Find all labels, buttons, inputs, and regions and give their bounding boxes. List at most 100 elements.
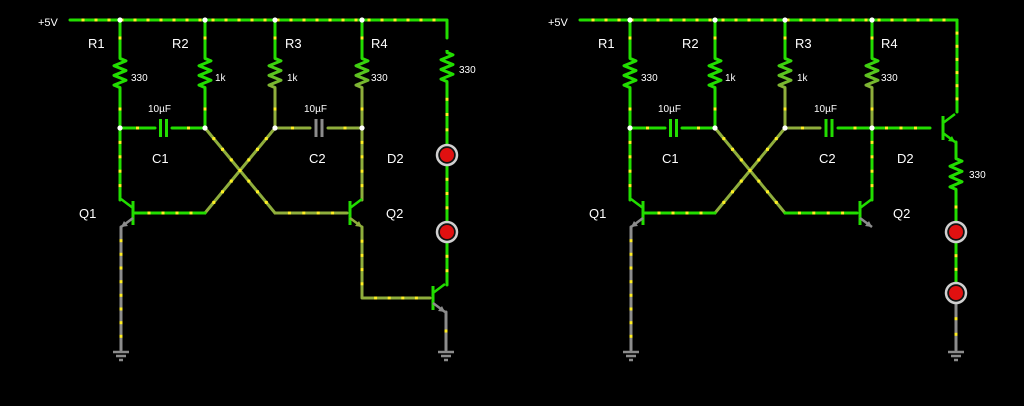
current-dot	[646, 126, 649, 130]
current-dot	[697, 126, 700, 130]
junction-dot	[869, 125, 875, 131]
junction-dot	[782, 125, 788, 131]
current-dot	[264, 200, 268, 204]
led-bottom	[949, 286, 963, 300]
current-dot	[119, 239, 123, 243]
current-dot	[656, 18, 660, 22]
q3-transistor-emitter-arrow	[948, 136, 955, 142]
right-c1-name: C1	[662, 151, 679, 166]
current-dot	[136, 126, 139, 130]
current-dot	[671, 211, 675, 215]
junction-dot	[202, 125, 208, 131]
current-dot	[629, 293, 633, 297]
current-dot	[432, 18, 436, 22]
junction-dot	[359, 17, 365, 23]
current-dot	[838, 18, 842, 22]
r4-resistor	[864, 56, 880, 90]
led-bottom	[440, 225, 454, 239]
r2-resistor	[197, 56, 213, 90]
current-dot	[341, 18, 345, 22]
left-c1-value: 10µF	[148, 104, 171, 115]
current-dot	[669, 18, 673, 22]
right-q1-name: Q1	[589, 206, 606, 221]
current-dot	[203, 36, 207, 40]
current-dot	[211, 18, 215, 22]
right-r1-name: R1	[598, 36, 615, 51]
current-dot	[954, 332, 958, 336]
current-dot	[273, 36, 277, 40]
q3-transistor-collector-leg	[432, 283, 446, 294]
current-dot	[604, 18, 608, 22]
current-dot	[628, 140, 632, 144]
right-d2-name: D2	[897, 151, 914, 166]
junction-dot	[712, 125, 718, 131]
current-dot	[699, 211, 703, 215]
current-dot	[682, 18, 686, 22]
right-c2-value: 10µF	[814, 104, 837, 115]
current-dot	[629, 280, 633, 284]
current-dot	[387, 296, 391, 300]
current-dot	[291, 126, 294, 130]
current-dot	[360, 169, 364, 173]
rled-resistor	[948, 156, 964, 192]
current-dot	[229, 158, 233, 162]
current-dot	[203, 107, 207, 111]
current-dot	[629, 334, 633, 338]
current-dots-layer	[81, 18, 959, 338]
current-dot	[812, 211, 816, 215]
current-dot	[870, 184, 874, 188]
left-r1-name: R1	[88, 36, 105, 51]
current-dot	[747, 18, 751, 22]
left-supply-label: +5V	[38, 17, 59, 29]
current-dot	[401, 296, 405, 300]
current-dot	[628, 169, 632, 173]
left-rled-value: 330	[459, 65, 476, 76]
right-supply-label: +5V	[548, 17, 569, 29]
current-dot	[159, 18, 163, 22]
current-dot	[328, 18, 332, 22]
current-dot	[955, 97, 959, 101]
current-dot	[731, 190, 734, 194]
current-dot	[198, 18, 202, 22]
q1-transistor-emitter-arrow	[631, 221, 638, 227]
current-dot	[221, 190, 224, 194]
current-dot	[877, 18, 881, 22]
current-dot	[212, 200, 216, 204]
supply-rail	[578, 18, 959, 40]
current-dot	[629, 307, 633, 311]
current-dot	[955, 44, 959, 48]
current-dot	[899, 126, 903, 130]
current-dot	[783, 36, 787, 40]
current-dot	[914, 126, 917, 130]
current-dot	[629, 239, 633, 243]
q1-transistor-emitter-arrow	[121, 221, 128, 227]
current-dot	[629, 266, 633, 270]
q2-transistor-collector-leg	[349, 198, 363, 209]
current-dot	[954, 205, 958, 209]
current-dot	[360, 36, 364, 40]
current-dot	[783, 107, 787, 111]
current-dot	[119, 280, 123, 284]
current-dot	[315, 18, 319, 22]
current-dot	[801, 126, 804, 130]
current-dot	[870, 140, 874, 144]
current-dot	[954, 267, 958, 271]
current-dot	[360, 282, 364, 286]
current-dot	[870, 169, 874, 173]
current-dot	[748, 169, 752, 172]
current-dot	[773, 18, 777, 22]
current-dot	[760, 18, 764, 22]
current-dot	[734, 18, 738, 22]
current-dot	[629, 321, 633, 325]
current-dot	[273, 107, 277, 111]
current-dot	[628, 107, 632, 111]
current-dot	[774, 137, 778, 141]
current-dot	[445, 192, 449, 195]
q3-transistor-emitter-arrow	[438, 306, 445, 312]
right-rled-value: 330	[969, 170, 986, 181]
current-dot	[722, 137, 726, 141]
q3-transistor-collector-leg	[942, 113, 956, 124]
right-r3-name: R3	[795, 36, 812, 51]
current-dot	[119, 293, 123, 297]
